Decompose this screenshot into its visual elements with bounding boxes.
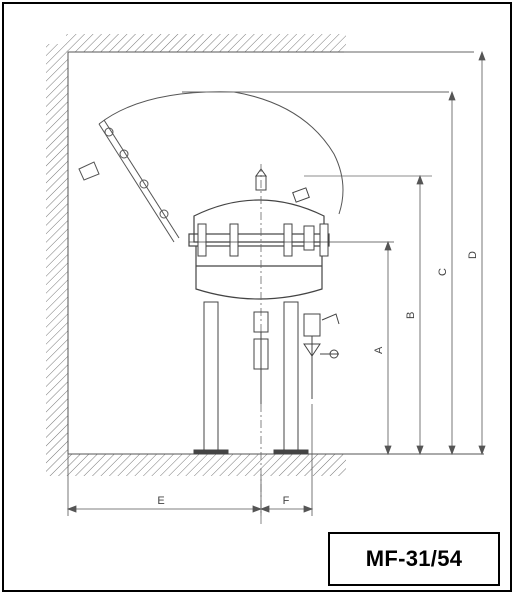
vessel-body <box>188 199 330 300</box>
flange-bolts <box>197 223 329 257</box>
drawing-frame: A B C D E F <box>2 2 512 592</box>
dim-label-c: C <box>437 268 449 276</box>
open-lid <box>78 91 344 243</box>
dim-label-f: F <box>283 495 290 507</box>
ceiling-line <box>66 34 346 53</box>
top-nozzle <box>255 168 310 203</box>
vertical-dimensions <box>384 50 486 456</box>
model-label: MF-31/54 <box>365 546 463 571</box>
horizontal-dimensions <box>66 404 314 516</box>
dim-label-e: E <box>157 495 164 507</box>
dim-label-d: D <box>467 251 479 259</box>
outlet-valves <box>253 311 340 404</box>
wall-left <box>46 44 69 454</box>
floor <box>46 453 484 476</box>
legs <box>193 301 309 455</box>
model-label-box: MF-31/54 <box>328 532 500 586</box>
dim-label-a: A <box>373 346 385 354</box>
dim-label-b: B <box>405 312 417 319</box>
technical-drawing: A B C D E F <box>46 34 486 524</box>
